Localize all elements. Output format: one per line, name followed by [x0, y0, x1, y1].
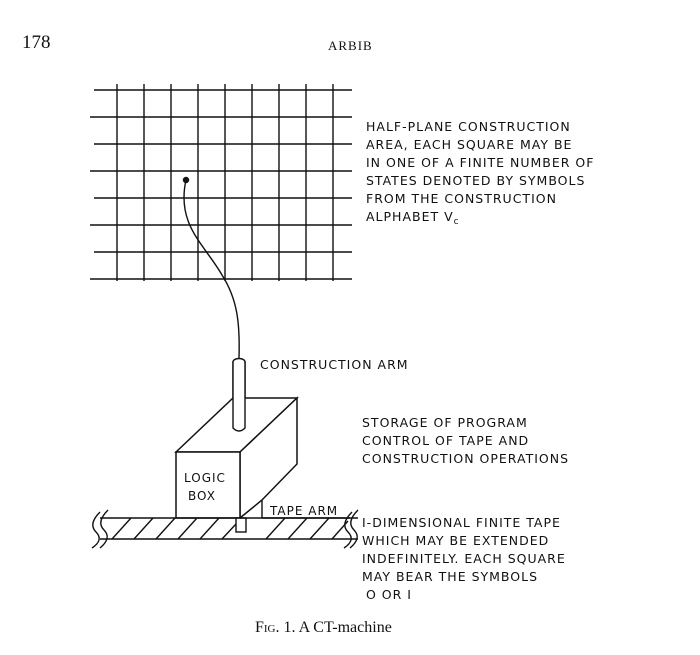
construction-arm-label: CONSTRUCTION ARM — [260, 357, 409, 372]
caption-text: A CT-machine — [295, 619, 392, 636]
tape-label: I-DIMENSIONAL FINITE TAPE WHICH MAY BE E… — [362, 515, 566, 602]
running-head: ARBIB — [328, 38, 373, 53]
caption-prefix: Fig. 1. — [255, 619, 296, 636]
construction-grid — [90, 84, 352, 281]
logic-box-label: LOGIC BOX — [184, 471, 226, 503]
figure-caption: Fig. 1. A CT-machine — [255, 619, 392, 637]
construction-arm-wire — [183, 179, 240, 359]
alphabet-subscript: c — [453, 217, 460, 227]
logic-box — [174, 396, 299, 520]
construction-area-label: HALF-PLANE CONSTRUCTION AREA, EACH SQUAR… — [366, 119, 595, 227]
tape-arm-label: TAPE ARM — [270, 504, 339, 518]
tape — [91, 509, 359, 549]
page-number: 178 — [22, 32, 51, 53]
storage-label: STORAGE OF PROGRAM CONTROL OF TAPE AND C… — [362, 415, 570, 466]
